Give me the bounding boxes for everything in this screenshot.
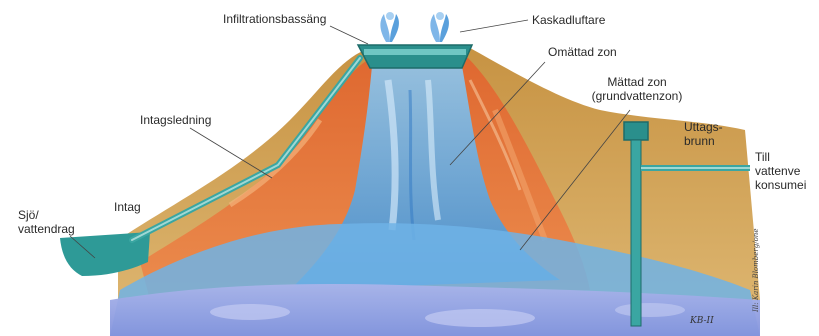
label-lake-line2: vattendrag [18,222,75,236]
illustrator-credit: Ill: Karin Blomberg/one [752,229,760,312]
label-to-consumer-line1: Till [755,150,806,164]
label-to-consumer-line3: konsumei [755,178,806,192]
infiltration-basin [358,45,472,68]
label-to-consumer: Till vattenve konsumei [755,150,806,192]
label-unsaturated-zone: Omättad zon [548,45,617,59]
water-swirl [210,304,290,320]
basin-water [364,49,466,55]
well-head [624,122,648,140]
leader-infiltration-basin [330,26,368,44]
cascade-aerator-left [380,12,399,42]
label-cascade-aerator: Kaskadluftare [532,13,605,27]
label-well-line1: Uttags- [684,120,723,134]
label-saturated-zone: Mättad zon (grundvattenzon) [582,75,692,103]
well-shaft [631,140,641,326]
label-extraction-well: Uttags- brunn [684,120,723,148]
water-swirl [615,303,685,317]
label-well-line2: brunn [684,134,723,148]
label-lake-line1: Sjö/ [18,208,75,222]
label-intake: Intag [114,200,141,214]
water-swirl [425,309,535,327]
illustrator-signature: KB-II [690,316,714,326]
label-to-consumer-line2: vattenve [755,164,806,178]
cascade-aerator-right [430,12,449,42]
leader-cascade-aerator [460,20,528,32]
label-saturated-zone-line1: Mättad zon [582,75,692,89]
label-lake: Sjö/ vattendrag [18,208,75,236]
label-intake-pipe: Intagsledning [140,113,211,127]
label-infiltration-basin: Infiltrationsbassäng [223,12,326,26]
label-saturated-zone-line2: (grundvattenzon) [582,89,692,103]
